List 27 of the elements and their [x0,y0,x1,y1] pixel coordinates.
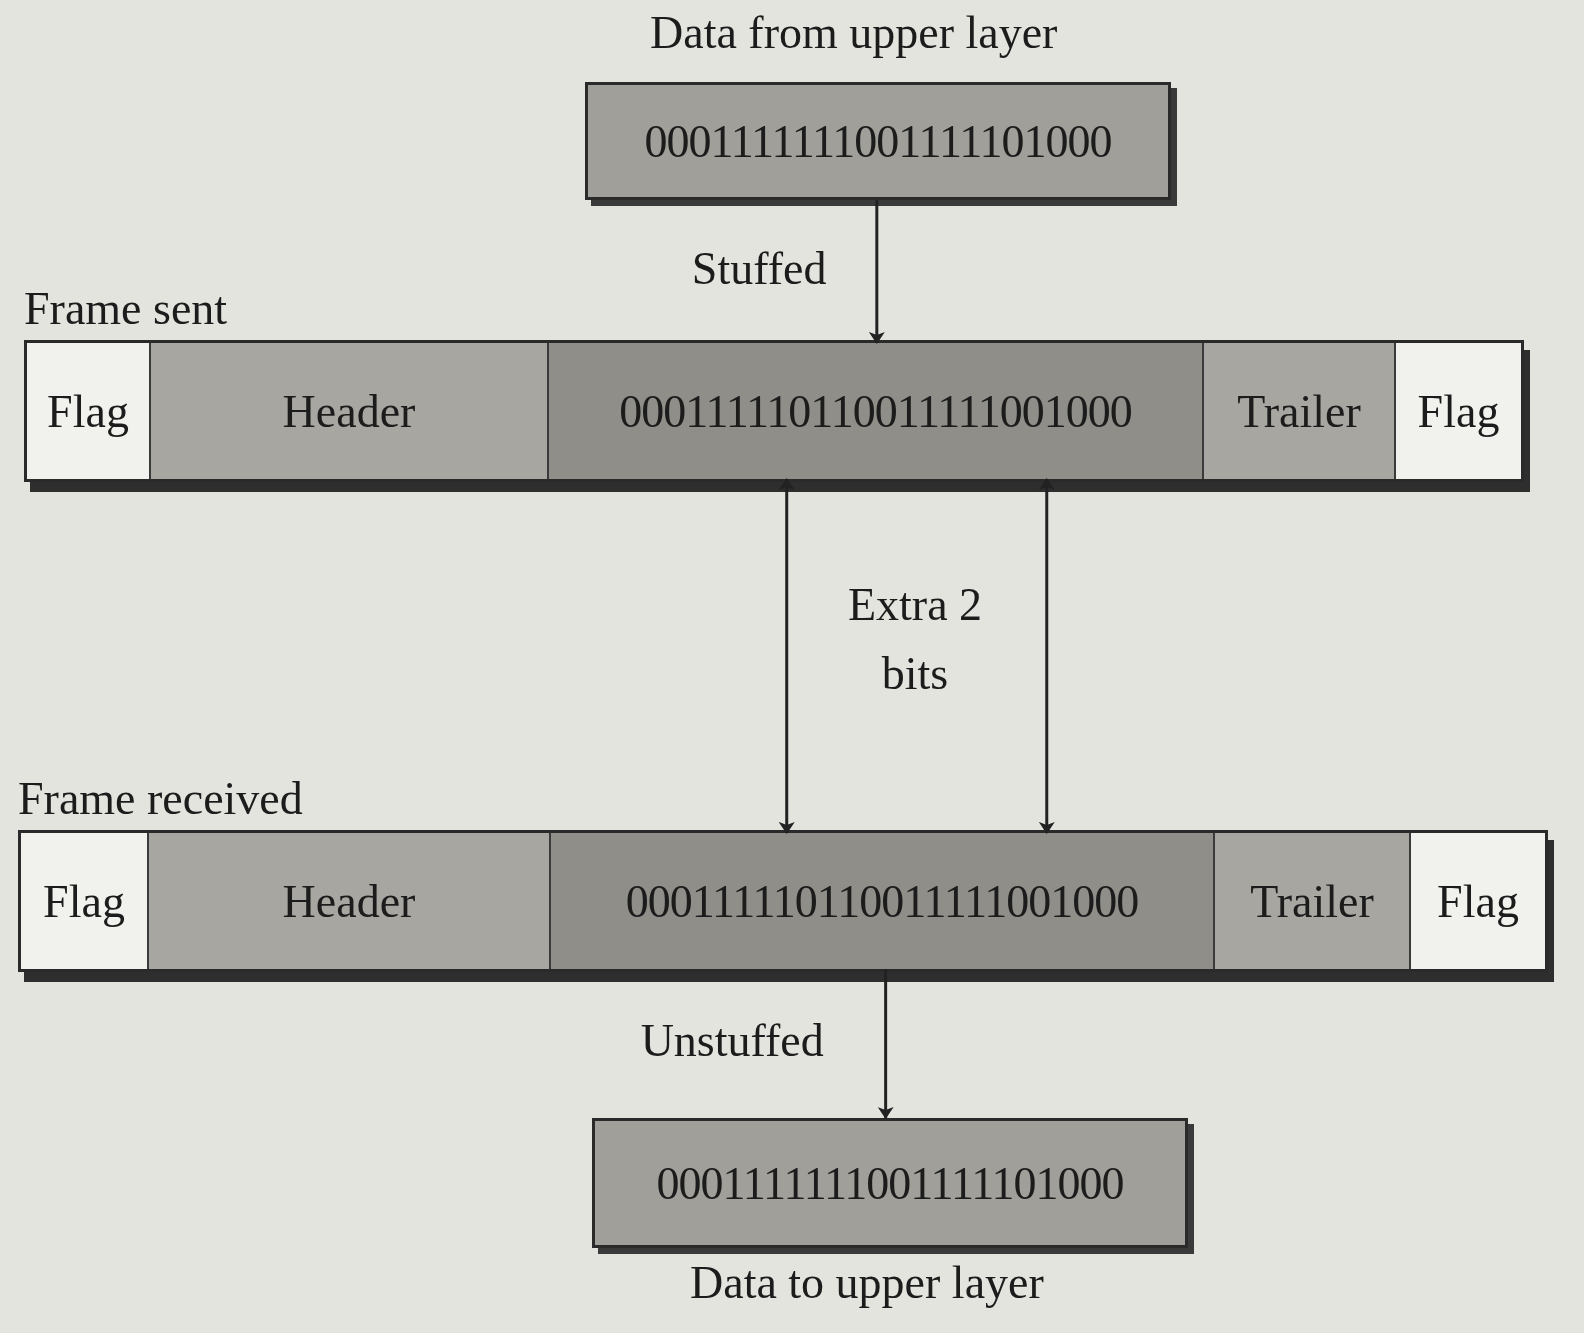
bit-string: 0001111111001111101000 [656,1156,1124,1210]
field-label: Flag [43,874,125,928]
field-label: 000111110110011111001000 [619,384,1132,438]
field-label: Header [282,874,416,928]
frame-field [1202,343,1394,479]
field-label: 000111110110011111001000 [625,874,1139,928]
data-field [547,343,1202,479]
field-label: Header [282,384,416,438]
box-caption: Data from upper layer [650,8,1058,59]
box-caption: Data to upper layer [690,1258,1044,1309]
frame-heading: Frame sent [24,284,228,335]
note-text: Extra 2 bits [846,578,984,701]
field-label: Flag [1437,874,1519,928]
frame-field [1213,833,1409,969]
flag-field [27,343,149,479]
frame-heading: Frame received [18,774,303,825]
field-label: Trailer [1250,874,1374,928]
frame-field [149,343,547,479]
field-label: Trailer [1237,384,1361,438]
frame-field [147,833,549,969]
field-label: Flag [47,384,129,438]
field-label: Flag [1417,384,1500,438]
bit-string: 0001111111001111101000 [644,114,1112,168]
flag-field [1394,343,1521,479]
data-field [549,833,1213,969]
flag-field [1409,833,1545,969]
flag-field [21,833,147,969]
